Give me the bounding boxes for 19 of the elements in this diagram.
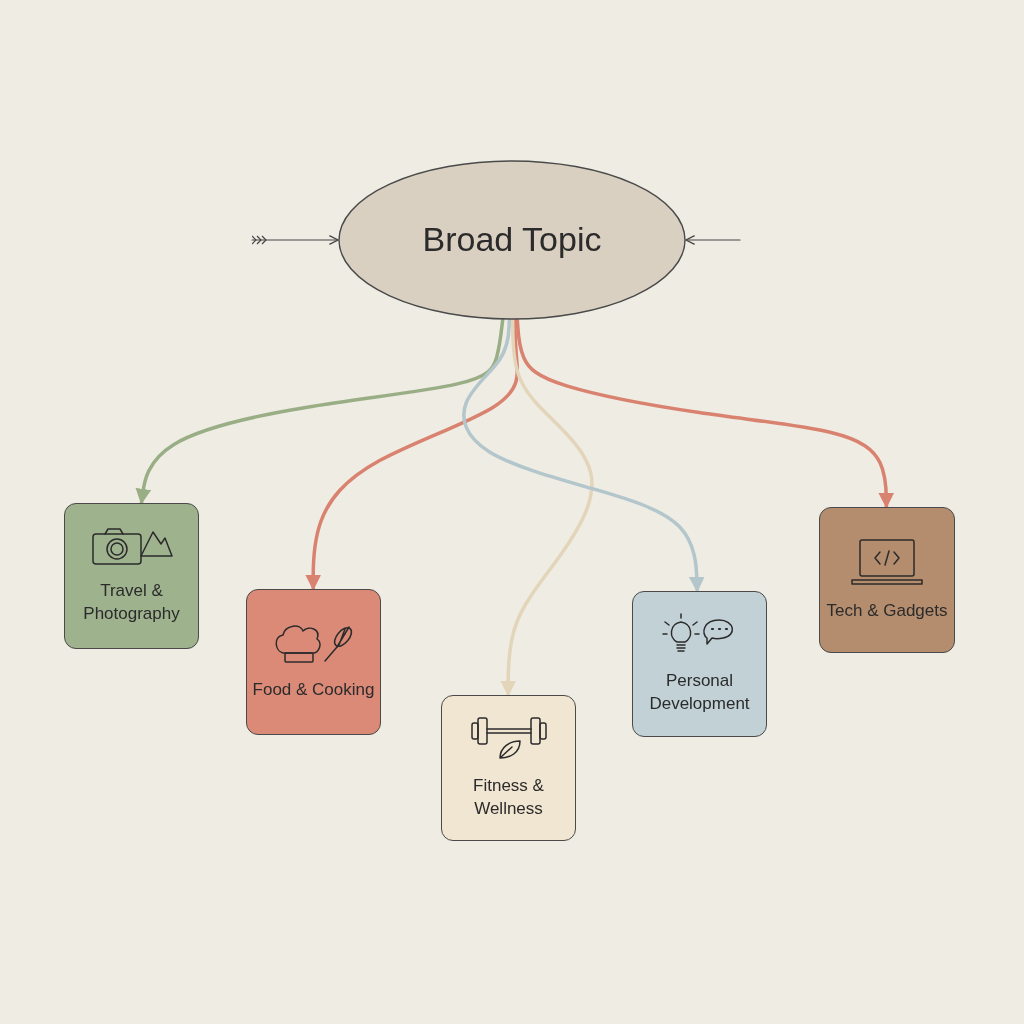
arrow <box>251 235 339 245</box>
arrow <box>305 318 520 591</box>
category-box <box>819 507 955 653</box>
node-label: Personal Development <box>648 670 751 715</box>
category-box <box>64 503 199 649</box>
arrow <box>462 318 705 593</box>
category-box <box>441 695 576 841</box>
node-label: Tech & Gadgets <box>826 599 948 622</box>
node-label: Food & Cooking <box>252 678 375 701</box>
arrow <box>135 318 505 505</box>
arrow <box>500 318 594 697</box>
node-label: Broad Topic <box>422 219 602 261</box>
category-box <box>632 591 767 737</box>
node-label: Travel & Photography <box>82 580 181 625</box>
arrow <box>515 318 895 509</box>
category-box <box>246 589 381 735</box>
topic-ellipse <box>338 160 686 320</box>
arrow <box>685 235 741 245</box>
node-label: Fitness & Wellness <box>472 775 545 820</box>
